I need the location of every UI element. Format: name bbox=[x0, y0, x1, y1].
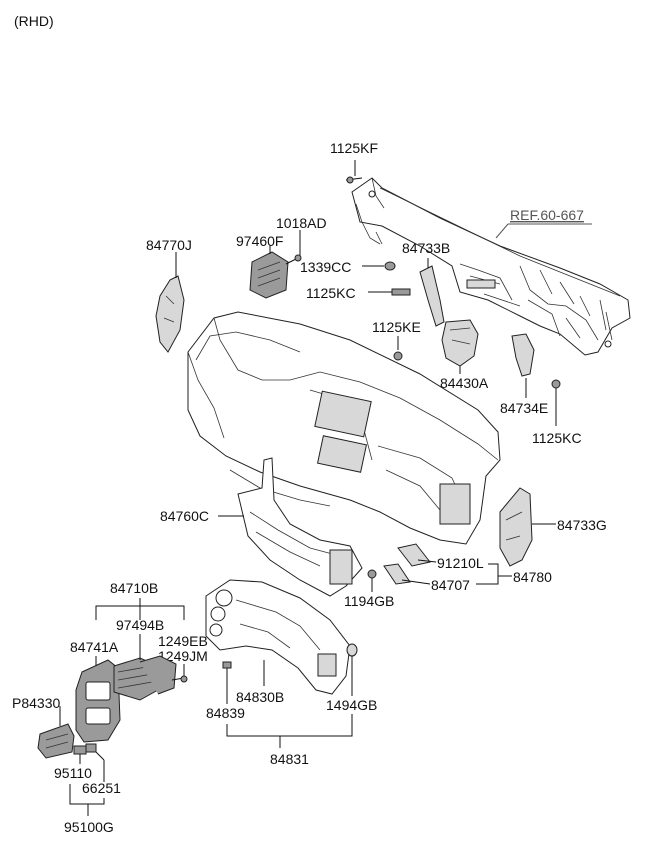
label-1194gb: 1194GB bbox=[344, 593, 394, 609]
screw-1249eb bbox=[171, 664, 188, 683]
bracket-84430a bbox=[441, 319, 479, 374]
bracket-95100g-group bbox=[69, 784, 105, 816]
side-cover-84770j bbox=[155, 252, 185, 353]
bracket-84734e bbox=[511, 333, 535, 398]
bracket-84710b-group bbox=[95, 598, 185, 620]
label-66251: 66251 bbox=[82, 780, 121, 796]
label-84760c: 84760C bbox=[160, 508, 209, 524]
screw-1018ad bbox=[285, 230, 302, 265]
label-p84330: P84330 bbox=[12, 695, 60, 711]
label-84733b: 84733B bbox=[402, 240, 450, 256]
variant-note: (RHD) bbox=[14, 13, 54, 29]
bracket-84831-group bbox=[226, 714, 353, 748]
nut-1339cc bbox=[362, 261, 396, 271]
label-84733g: 84733G bbox=[557, 517, 607, 533]
label-97460f: 97460F bbox=[236, 233, 283, 249]
label-84710b: 84710B bbox=[110, 580, 158, 596]
connector-66251 bbox=[85, 743, 105, 782]
label-97494b: 97494B bbox=[116, 617, 164, 633]
connector-95110 bbox=[73, 745, 87, 764]
label-84734e: 84734E bbox=[500, 400, 548, 416]
bolt-1125kf bbox=[345, 160, 363, 184]
label-84430a: 84430A bbox=[440, 375, 489, 391]
strip-91210l bbox=[397, 543, 437, 567]
label-1125ke: 1125KE bbox=[372, 319, 421, 335]
label-84741a: 84741A bbox=[70, 639, 119, 655]
center-facia-84741a bbox=[75, 656, 121, 743]
side-panel-84733g bbox=[499, 487, 556, 567]
switch-p84330 bbox=[37, 706, 75, 759]
air-vent-97460f bbox=[249, 245, 289, 299]
air-vent-97494b bbox=[113, 634, 177, 701]
label-84770j: 84770J bbox=[146, 237, 192, 253]
label-1125kf: 1125KF bbox=[330, 140, 378, 156]
label-84831: 84831 bbox=[270, 751, 309, 767]
bolt-1125kc-bottom bbox=[551, 379, 561, 426]
label-1339cc: 1339CC bbox=[300, 259, 351, 275]
screw-1194gb bbox=[367, 569, 377, 592]
label-1249eb: 1249EB bbox=[158, 633, 208, 649]
bracket-84733b bbox=[419, 258, 445, 327]
clip-84839 bbox=[222, 661, 232, 704]
lower-panel-84760c bbox=[218, 457, 363, 597]
bracket-84780-group bbox=[476, 563, 512, 585]
bolt-1125ke bbox=[393, 336, 403, 361]
label-84707: 84707 bbox=[431, 577, 470, 593]
label-1125kc-top: 1125KC bbox=[306, 285, 356, 301]
label-84839: 84839 bbox=[206, 705, 245, 721]
cowl-cross-member bbox=[351, 177, 631, 356]
reference-label: REF.60-667 bbox=[510, 207, 584, 223]
bolt-1125kc-top bbox=[368, 288, 411, 296]
cluster-facia-84830b bbox=[205, 579, 351, 695]
label-1494gb: 1494GB bbox=[326, 697, 377, 713]
strip-84707 bbox=[383, 563, 431, 585]
crash-pad-main bbox=[187, 311, 501, 545]
label-91210l: 91210L bbox=[437, 555, 484, 571]
label-84780: 84780 bbox=[513, 569, 552, 585]
label-95110: 95110 bbox=[54, 765, 92, 781]
label-1249jm: 1249JM bbox=[158, 648, 208, 664]
label-84830b: 84830B bbox=[236, 689, 284, 705]
label-1125kc-bottom: 1125KC bbox=[532, 430, 582, 446]
label-1018ad: 1018AD bbox=[276, 215, 327, 231]
clip-1494gb bbox=[346, 643, 358, 696]
label-95100g: 95100G bbox=[64, 819, 114, 835]
